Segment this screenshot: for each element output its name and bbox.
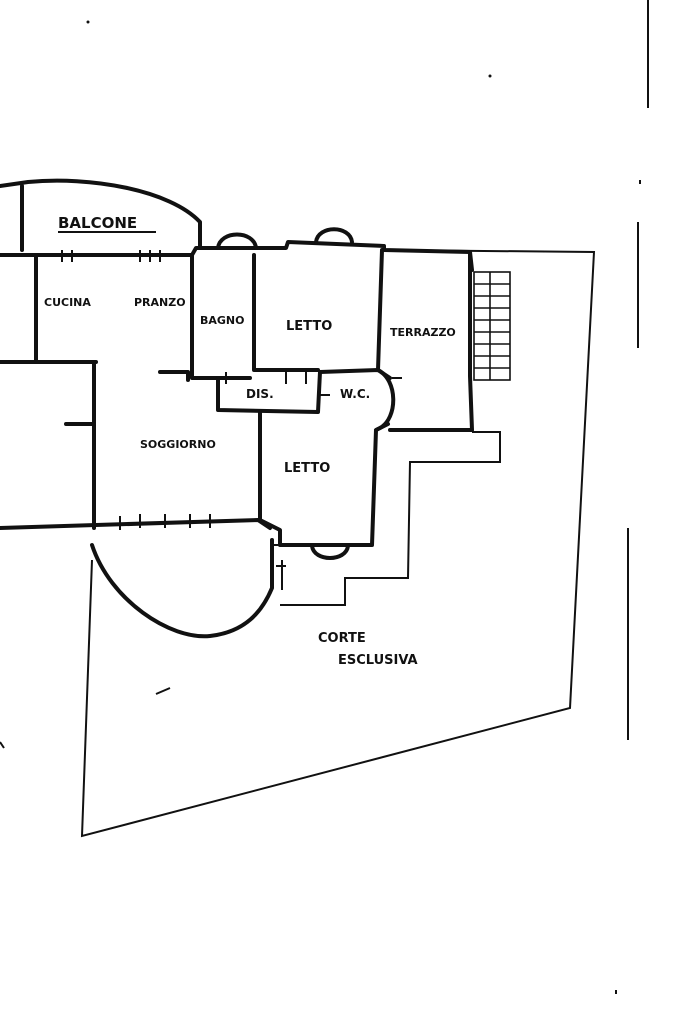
dis-south-wall [216,370,322,414]
courtyard-inner-step [280,431,501,606]
label-dis: DIS. [246,387,274,401]
living-south-wall [0,518,272,530]
window-bump-letto [314,227,354,244]
scan-mark [0,741,5,749]
wc-bay [318,368,396,432]
terrace-wall [388,250,474,432]
label-pranzo: PRANZO [134,296,186,309]
scan-dot [86,20,90,24]
scan-mark [155,687,171,695]
window-bump-bath [216,232,258,250]
label-balcone: BALCONE [58,214,137,232]
bath-wall [190,253,252,380]
label-wc: W.C. [340,387,370,401]
bath-living-wall [158,370,190,382]
bedroom1-east-wall [376,248,392,380]
label-corte: CORTE [318,631,366,646]
soggiorno-bay [90,538,274,639]
label-letto-2: LETTO [284,461,330,476]
margin-rule-marks [615,0,649,994]
window-bump-letto2 [310,544,350,560]
label-letto-1: LETTO [286,319,332,334]
label-cucina: CUCINA [44,296,91,309]
opening-ticks [61,250,402,567]
stairs [473,271,511,381]
label-bagno: BAGNO [200,314,244,327]
bedroom2-walls [258,410,390,547]
north-wall [0,240,474,272]
bedroom1-west-wall [252,253,320,372]
label-soggiorno: SOGGIORNO [140,438,216,451]
courtyard-boundary [80,249,596,838]
scan-dot [488,74,492,78]
label-terrazzo: TERRAZZO [390,326,456,339]
west-wall [0,360,96,530]
label-esclusiva: ESCLUSIVA [338,653,418,668]
balcone-outline [0,178,202,248]
